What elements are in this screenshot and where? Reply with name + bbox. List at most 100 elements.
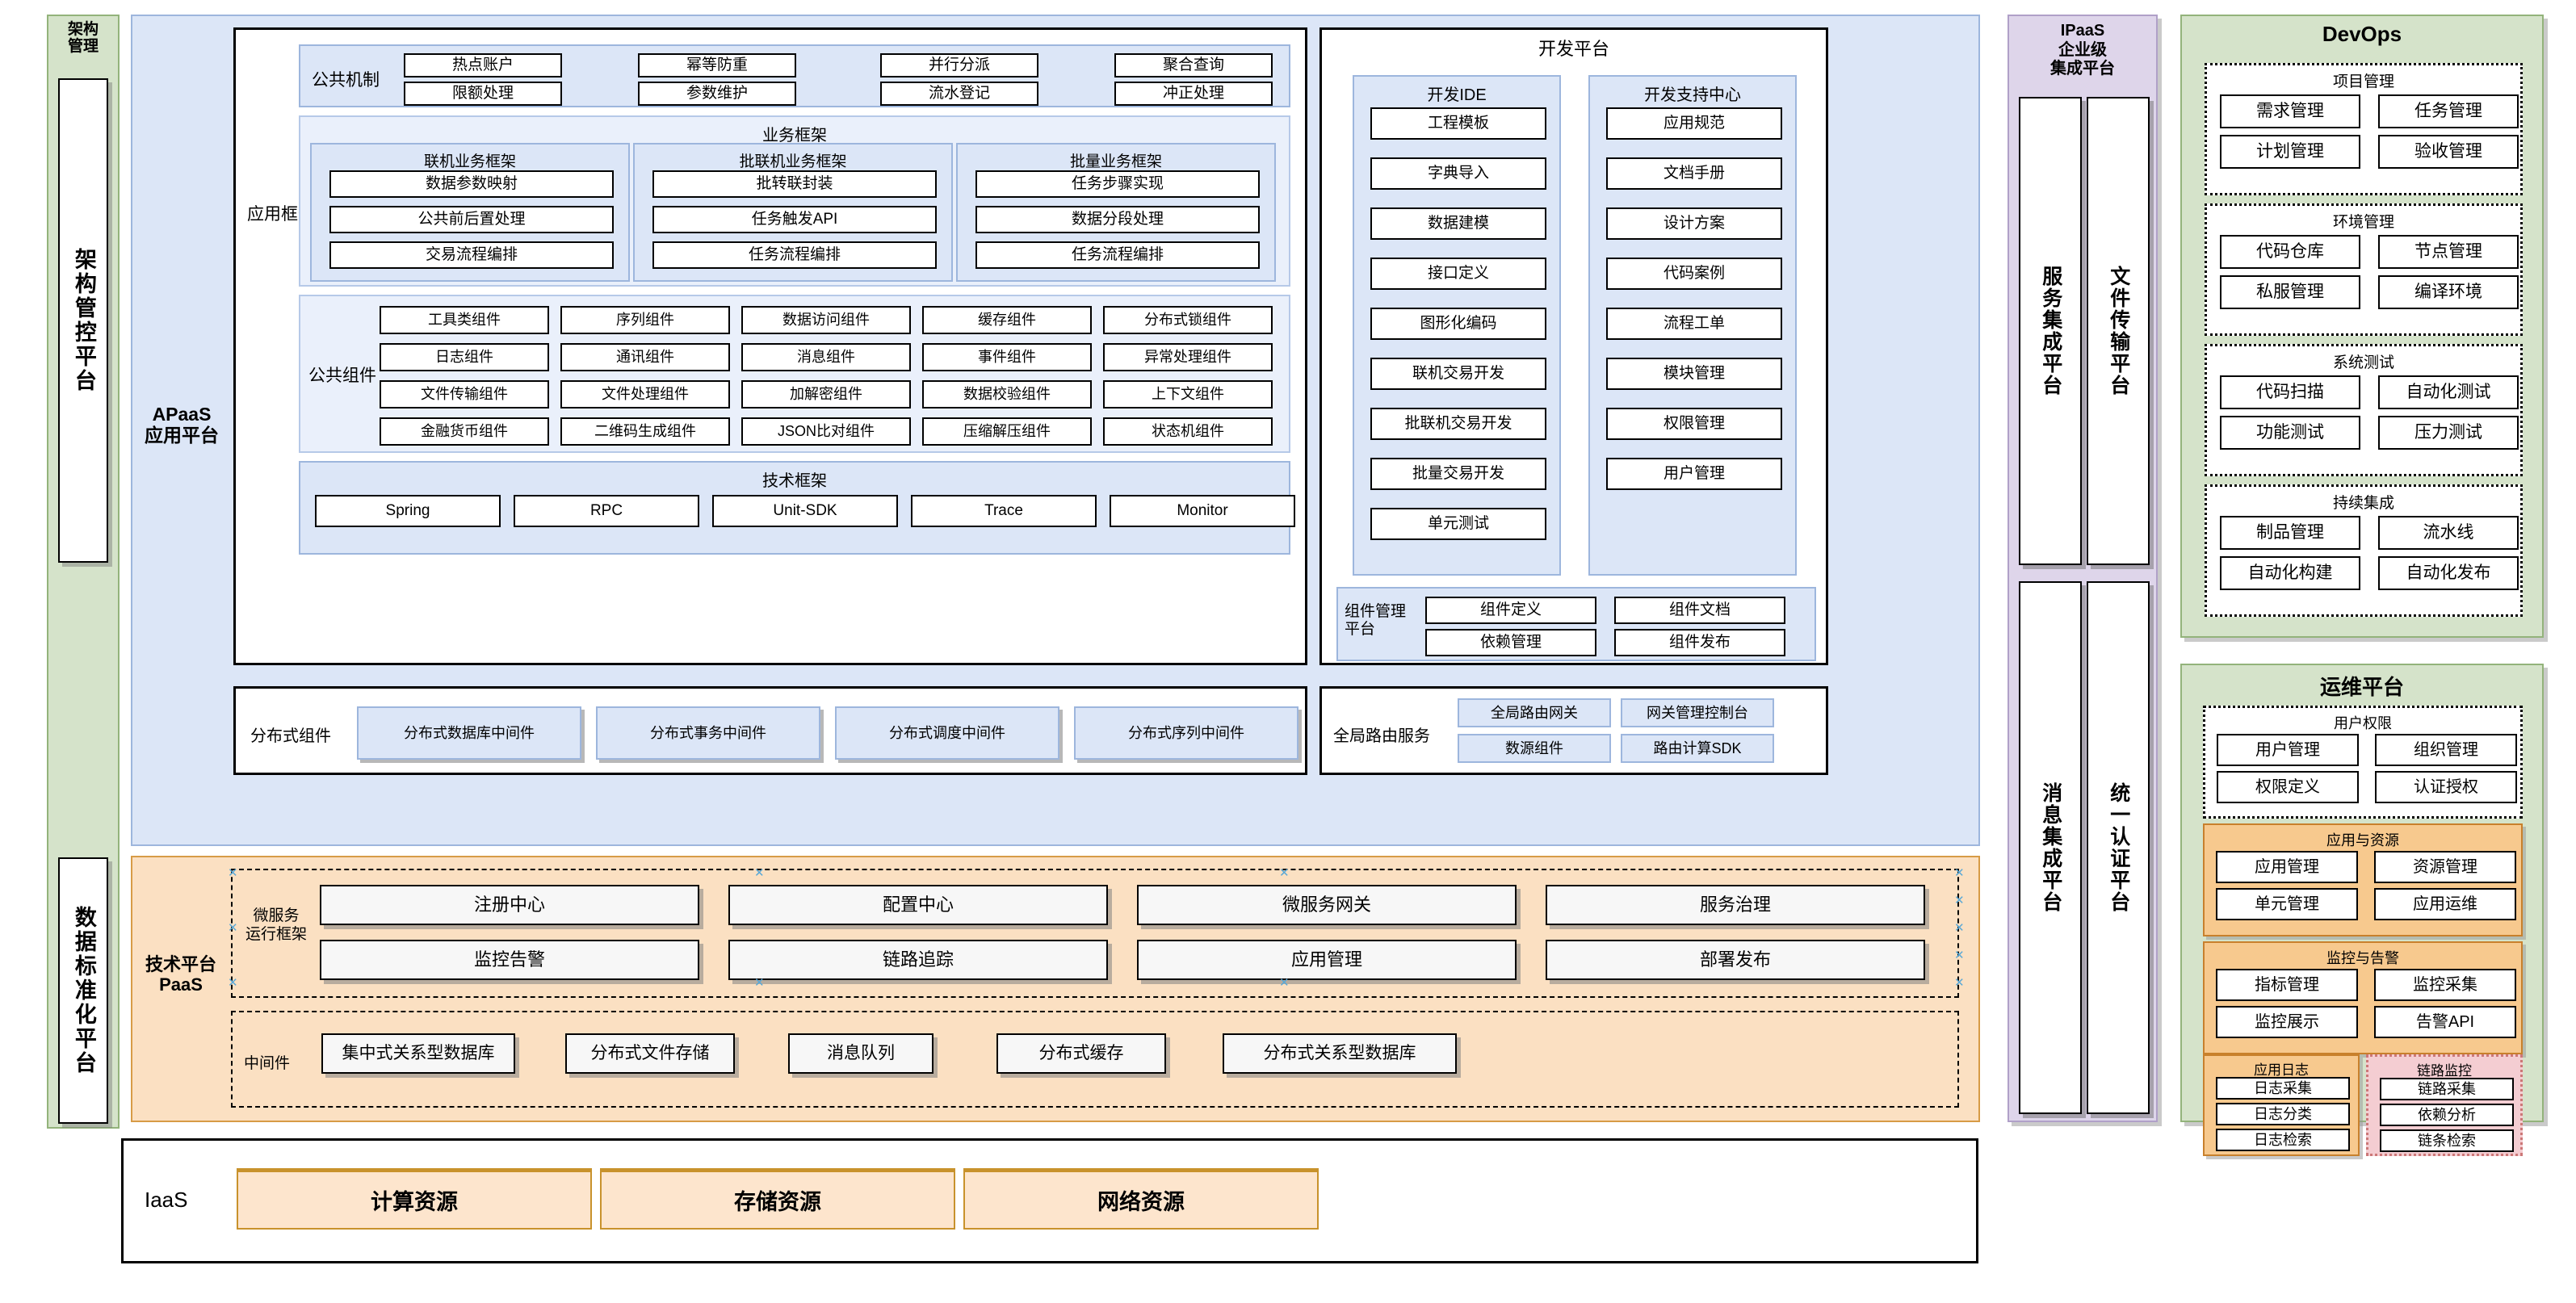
common-mechanism-item-0[interactable]: 热点账户	[404, 53, 562, 78]
devops-item-2-2[interactable]: 功能测试	[2220, 416, 2360, 450]
rail-item-0[interactable]: 架构管控平台	[58, 78, 108, 563]
microservice-runtime-item-1[interactable]: 配置中心	[728, 885, 1108, 925]
ops-bottom-item-0-0[interactable]: 日志采集	[2216, 1077, 2350, 1100]
resize-handle-3[interactable]: ✕	[754, 866, 765, 880]
resize-handle-r1[interactable]: ✕	[1954, 949, 1965, 962]
ops-item-0-1[interactable]: 组织管理	[2375, 734, 2517, 766]
dev-platform-item-1-0[interactable]: 应用规范	[1606, 107, 1782, 140]
resize-handle-6[interactable]: ✕	[1279, 976, 1290, 990]
iaas-item-1[interactable]: 存储资源	[600, 1168, 955, 1230]
microservice-runtime-item-7[interactable]: 部署发布	[1546, 940, 1925, 980]
dev-platform-item-1-1[interactable]: 文档手册	[1606, 157, 1782, 190]
microservice-runtime-item-3[interactable]: 服务治理	[1546, 885, 1925, 925]
common-component-0-2[interactable]: 数据访问组件	[741, 306, 911, 334]
ops-bottom-item-1-1[interactable]: 依赖分析	[2380, 1104, 2514, 1126]
microservice-runtime-item-4[interactable]: 监控告警	[320, 940, 699, 980]
tech-framework-item-0[interactable]: Spring	[315, 495, 501, 527]
middleware-item-4[interactable]: 分布式关系型数据库	[1223, 1033, 1457, 1074]
devops-item-2-1[interactable]: 自动化测试	[2378, 375, 2519, 409]
middleware-item-1[interactable]: 分布式文件存储	[565, 1033, 735, 1074]
global-routing-item-3[interactable]: 路由计算SDK	[1621, 734, 1774, 763]
business-framework-item-2-2[interactable]: 任务流程编排	[975, 241, 1260, 269]
business-framework-item-0-1[interactable]: 公共前后置处理	[329, 206, 614, 233]
dev-platform-item-0-7[interactable]: 批量交易开发	[1370, 458, 1546, 490]
dev-platform-item-1-6[interactable]: 权限管理	[1606, 408, 1782, 440]
common-mechanism-item-5[interactable]: 参数维护	[638, 82, 796, 106]
component-platform-item-0[interactable]: 组件定义	[1425, 597, 1596, 624]
common-component-1-2[interactable]: 消息组件	[741, 343, 911, 371]
ops-item-0-3[interactable]: 认证授权	[2375, 771, 2517, 803]
ops-bottom-item-0-2[interactable]: 日志检索	[2216, 1129, 2350, 1151]
middleware-item-3[interactable]: 分布式缓存	[996, 1033, 1166, 1074]
common-component-0-0[interactable]: 工具类组件	[380, 306, 549, 334]
common-component-3-0[interactable]: 金融货币组件	[380, 417, 549, 446]
ops-item-1-0[interactable]: 应用管理	[2216, 851, 2358, 883]
ops-item-0-2[interactable]: 权限定义	[2217, 771, 2359, 803]
devops-item-0-2[interactable]: 计划管理	[2220, 135, 2360, 169]
iaas-item-0[interactable]: 计算资源	[237, 1168, 592, 1230]
resize-handle-0[interactable]: ✕	[228, 866, 238, 880]
devops-item-2-0[interactable]: 代码扫描	[2220, 375, 2360, 409]
ipaas-item-1[interactable]: 文件传输平台	[2087, 97, 2150, 565]
resize-handle-2[interactable]: ✕	[228, 976, 238, 990]
common-component-1-1[interactable]: 通讯组件	[560, 343, 730, 371]
ops-item-1-1[interactable]: 资源管理	[2374, 851, 2516, 883]
common-component-0-1[interactable]: 序列组件	[560, 306, 730, 334]
devops-item-0-0[interactable]: 需求管理	[2220, 94, 2360, 128]
ops-bottom-item-1-2[interactable]: 链条检索	[2380, 1129, 2514, 1152]
common-component-2-4[interactable]: 上下文组件	[1103, 380, 1273, 408]
common-mechanism-item-3[interactable]: 聚合查询	[1114, 53, 1273, 78]
common-component-2-1[interactable]: 文件处理组件	[560, 380, 730, 408]
business-framework-item-0-0[interactable]: 数据参数映射	[329, 170, 614, 198]
distributed-component-2[interactable]: 分布式调度中间件	[835, 706, 1059, 760]
dev-platform-item-1-4[interactable]: 流程工单	[1606, 308, 1782, 340]
common-mechanism-item-6[interactable]: 流水登记	[880, 82, 1038, 106]
devops-item-3-0[interactable]: 制品管理	[2220, 516, 2360, 550]
common-component-1-0[interactable]: 日志组件	[380, 343, 549, 371]
dev-platform-item-0-6[interactable]: 批联机交易开发	[1370, 408, 1546, 440]
dev-platform-item-0-2[interactable]: 数据建模	[1370, 207, 1546, 240]
ops-bottom-item-0-1[interactable]: 日志分类	[2216, 1103, 2350, 1125]
resize-handle-7[interactable]: ✕	[1954, 866, 1965, 880]
dev-platform-item-0-3[interactable]: 接口定义	[1370, 258, 1546, 290]
ops-item-1-2[interactable]: 单元管理	[2216, 888, 2358, 920]
tech-framework-item-1[interactable]: RPC	[514, 495, 699, 527]
resize-handle-r0[interactable]: ✕	[1954, 894, 1965, 907]
resize-handle-4[interactable]: ✕	[754, 976, 765, 990]
resize-handle-5[interactable]: ✕	[1279, 866, 1290, 880]
common-component-3-3[interactable]: 压缩解压组件	[922, 417, 1092, 446]
middleware-item-0[interactable]: 集中式关系型数据库	[321, 1033, 515, 1074]
business-framework-item-1-1[interactable]: 任务触发API	[652, 206, 937, 233]
common-mechanism-item-2[interactable]: 并行分派	[880, 53, 1038, 78]
dev-platform-item-1-7[interactable]: 用户管理	[1606, 458, 1782, 490]
tech-framework-item-2[interactable]: Unit-SDK	[712, 495, 898, 527]
component-platform-item-3[interactable]: 组件发布	[1614, 629, 1785, 656]
dev-platform-item-0-8[interactable]: 单元测试	[1370, 508, 1546, 540]
business-framework-item-2-1[interactable]: 数据分段处理	[975, 206, 1260, 233]
ops-item-2-1[interactable]: 监控采集	[2374, 969, 2516, 1001]
devops-item-0-3[interactable]: 验收管理	[2378, 135, 2519, 169]
global-routing-item-1[interactable]: 网关管理控制台	[1621, 698, 1774, 727]
devops-item-3-3[interactable]: 自动化发布	[2378, 556, 2519, 590]
business-framework-item-0-2[interactable]: 交易流程编排	[329, 241, 614, 269]
common-component-3-2[interactable]: JSON比对组件	[741, 417, 911, 446]
dev-platform-item-0-4[interactable]: 图形化编码	[1370, 308, 1546, 340]
devops-item-2-3[interactable]: 压力测试	[2378, 416, 2519, 450]
business-framework-item-1-0[interactable]: 批转联封装	[652, 170, 937, 198]
component-platform-item-2[interactable]: 依赖管理	[1425, 629, 1596, 656]
dev-platform-item-0-5[interactable]: 联机交易开发	[1370, 358, 1546, 390]
microservice-runtime-item-6[interactable]: 应用管理	[1137, 940, 1517, 980]
common-component-3-1[interactable]: 二维码生成组件	[560, 417, 730, 446]
ipaas-item-3[interactable]: 统一认证平台	[2087, 581, 2150, 1114]
microservice-runtime-item-0[interactable]: 注册中心	[320, 885, 699, 925]
devops-item-1-1[interactable]: 节点管理	[2378, 235, 2519, 269]
distributed-component-0[interactable]: 分布式数据库中间件	[357, 706, 581, 760]
common-component-0-3[interactable]: 缓存组件	[922, 306, 1092, 334]
dev-platform-item-1-5[interactable]: 模块管理	[1606, 358, 1782, 390]
global-routing-item-2[interactable]: 数源组件	[1458, 734, 1611, 763]
distributed-component-3[interactable]: 分布式序列中间件	[1074, 706, 1298, 760]
ops-bottom-item-1-0[interactable]: 链路采集	[2380, 1078, 2514, 1100]
global-routing-item-0[interactable]: 全局路由网关	[1458, 698, 1611, 727]
ipaas-item-2[interactable]: 消息集成平台	[2019, 581, 2082, 1114]
common-mechanism-item-1[interactable]: 幂等防重	[638, 53, 796, 78]
